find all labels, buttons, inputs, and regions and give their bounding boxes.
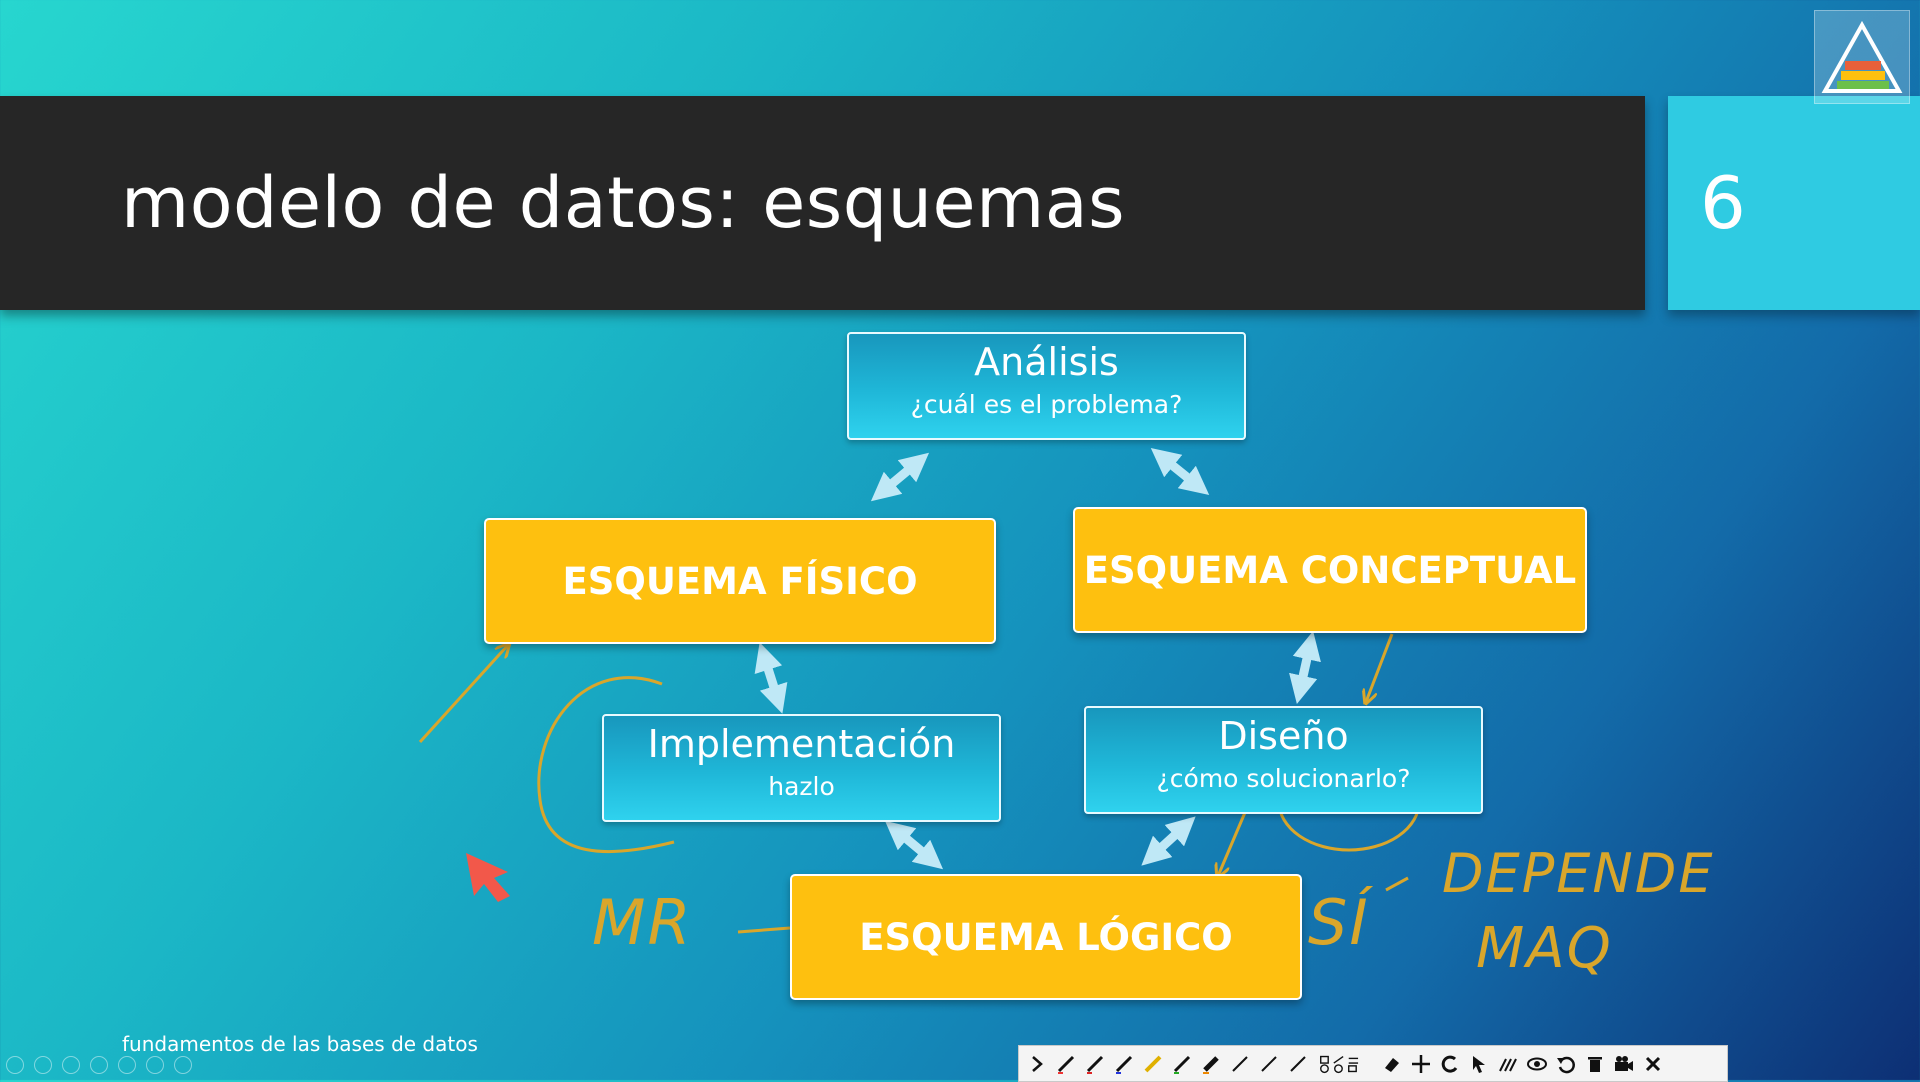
implementacion-box: Implementación hazlo [602, 714, 1001, 822]
eye-icon[interactable] [1525, 1050, 1549, 1078]
slide-footer: fundamentos de las bases de datos [122, 1032, 478, 1056]
arrow-analisis-conceptual [1150, 447, 1210, 496]
ink-dash-si [1385, 876, 1409, 892]
lasso-icon[interactable] [1438, 1050, 1462, 1078]
ink-arrow-to-fisico [418, 645, 508, 744]
implementacion-subtitle: hazlo [768, 772, 835, 801]
esquema-fisico-label: ESQUEMA FÍSICO [562, 559, 918, 603]
ink-curve-left [537, 676, 675, 854]
analisis-box: Análisis ¿cuál es el problema? [847, 332, 1246, 440]
pen-black-icon[interactable] [1054, 1050, 1078, 1078]
pen-red-icon[interactable] [1083, 1050, 1107, 1078]
zoom-icon[interactable] [118, 1056, 136, 1074]
diseno-subtitle: ¿cómo solucionarlo? [1156, 764, 1411, 793]
ink-label-mr: MR [592, 886, 693, 959]
more-options-icon[interactable] [174, 1056, 192, 1074]
annotation-toolbar [1018, 1045, 1728, 1082]
pen-thin-icon[interactable] [1228, 1050, 1252, 1078]
previous-slide-icon[interactable] [6, 1056, 24, 1074]
pointer-arrow-icon [466, 853, 510, 902]
pen-green-icon[interactable] [1170, 1050, 1194, 1078]
analisis-subtitle: ¿cuál es el problema? [910, 390, 1183, 419]
arrow-fisico-implementacion [754, 642, 788, 714]
title-bar [0, 96, 1645, 310]
arrow-diseno-logico [1141, 816, 1196, 866]
pen-blue-icon[interactable] [1112, 1050, 1136, 1078]
logo [1814, 10, 1910, 104]
ink-label-si: SÍ [1308, 886, 1370, 959]
page-number: 6 [1700, 161, 1746, 245]
slide-title: modelo de datos: esquemas [121, 162, 1126, 244]
close-icon[interactable] [1641, 1050, 1665, 1078]
marker-orange-icon[interactable] [1199, 1050, 1223, 1078]
player-controls [6, 1056, 192, 1074]
pen-thin-3-icon[interactable] [1286, 1050, 1310, 1078]
esquema-conceptual-label: ESQUEMA CONCEPTUAL [1083, 548, 1577, 592]
ink-label-maq: MAQ [1476, 916, 1613, 981]
pen-tool-icon[interactable] [62, 1056, 80, 1074]
cursor-icon[interactable] [1467, 1050, 1491, 1078]
pen-thin-2-icon[interactable] [1257, 1050, 1281, 1078]
eraser-icon[interactable] [1380, 1050, 1404, 1078]
camera-icon[interactable] [1612, 1050, 1636, 1078]
logo-triangle-icon [1821, 20, 1903, 93]
shapes-icon[interactable] [1315, 1050, 1375, 1078]
ink-label-depende: DEPENDE [1442, 842, 1715, 905]
ink-dash-mr [737, 926, 791, 934]
esquema-fisico-box: ESQUEMA FÍSICO [484, 518, 996, 644]
implementacion-title: Implementación [647, 722, 956, 766]
next-slide-icon[interactable] [34, 1056, 52, 1074]
move-icon[interactable] [1409, 1050, 1433, 1078]
undo-icon[interactable] [1554, 1050, 1578, 1078]
diseno-box: Diseño ¿cómo solucionarlo? [1084, 706, 1483, 814]
esquema-logico-box: ESQUEMA LÓGICO [790, 874, 1302, 1000]
ink-arrow-conceptual-diseno [1366, 633, 1394, 702]
highlighter-yellow-icon[interactable] [1141, 1050, 1165, 1078]
analisis-title: Análisis [974, 340, 1119, 384]
arrow-conceptual-diseno [1289, 630, 1321, 705]
slides-grid-icon[interactable] [90, 1056, 108, 1074]
esquema-logico-label: ESQUEMA LÓGICO [859, 915, 1233, 959]
page-number-box [1668, 96, 1920, 310]
trash-icon[interactable] [1583, 1050, 1607, 1078]
arrow-analisis-fisico [870, 452, 930, 502]
chevron-right-icon[interactable] [1025, 1050, 1049, 1078]
subtitles-icon[interactable] [146, 1056, 164, 1074]
diseno-title: Diseño [1218, 714, 1349, 758]
esquema-conceptual-box: ESQUEMA CONCEPTUAL [1073, 507, 1587, 633]
lines-icon[interactable] [1496, 1050, 1520, 1078]
arrow-implementacion-logico [884, 820, 944, 870]
